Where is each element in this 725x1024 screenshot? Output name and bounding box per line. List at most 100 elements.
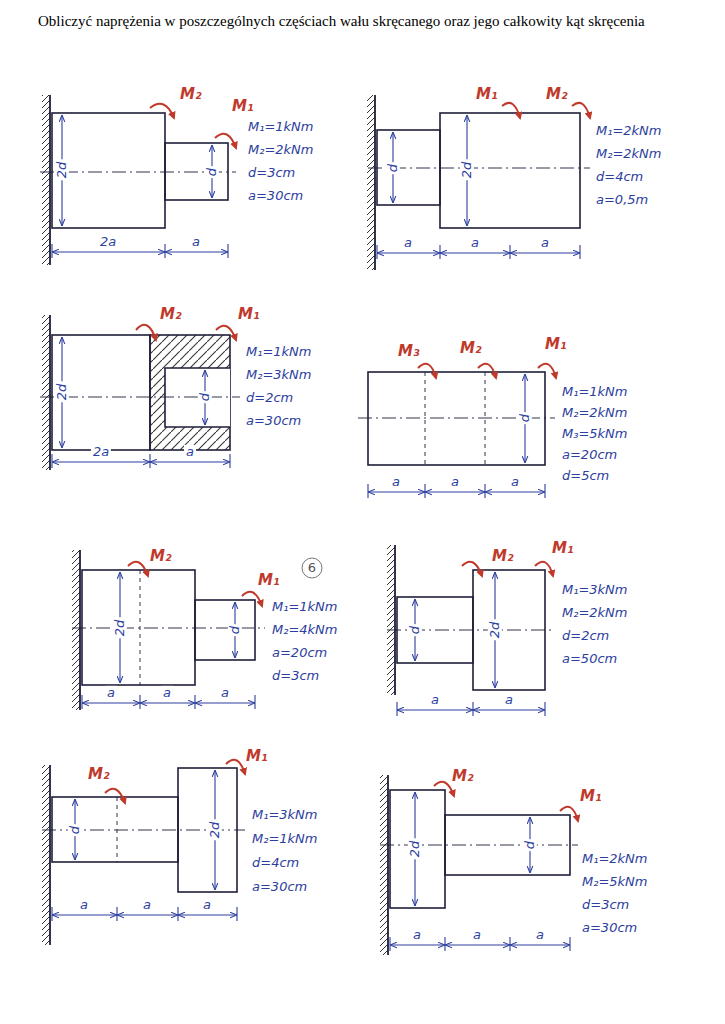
- task-number: 6: [308, 561, 316, 575]
- length-dimension: a: [534, 928, 546, 942]
- load-data: M₂=2kNm: [596, 147, 662, 161]
- shaft-4-part: [538, 364, 556, 378]
- shaft-7-part: [42, 765, 50, 945]
- load-data: M₂=3kNm: [246, 368, 312, 382]
- shaft-8-part: [434, 782, 454, 796]
- shaft-8-part: [390, 944, 445, 945]
- shaft-8: [380, 775, 578, 955]
- shaft-1-part: [52, 251, 165, 252]
- shaft-1-part: [150, 104, 174, 118]
- load-data: d=3cm: [272, 669, 319, 683]
- length-dimension: a: [105, 686, 117, 700]
- diameter-dimension: 2d: [55, 160, 69, 181]
- length-dimension: a: [429, 693, 441, 707]
- shaft-3: [40, 315, 240, 470]
- shaft-2-part: [368, 168, 590, 169]
- load-data: d=4cm: [596, 170, 643, 184]
- moment-label: M₁: [545, 336, 567, 353]
- diameter-dimension: 2d: [460, 160, 474, 181]
- length-dimension: a: [449, 475, 461, 489]
- shaft-5-part: [302, 558, 322, 578]
- load-data: M₁=2kNm: [582, 852, 648, 866]
- length-dimension: a: [402, 236, 414, 250]
- moment-label: M₂: [160, 306, 182, 323]
- moment-label: M₂: [150, 548, 172, 565]
- load-data: M₁=3kNm: [252, 808, 318, 822]
- length-dimension: a: [201, 898, 213, 912]
- length-dimension: a: [471, 928, 483, 942]
- shaft-6-part: [473, 709, 545, 710]
- length-dimension: a: [78, 898, 90, 912]
- shaft-7-part: [178, 914, 237, 915]
- shaft-3-part: [136, 325, 156, 340]
- shaft-3-part: [42, 315, 50, 470]
- shaft-2-part: [440, 113, 580, 228]
- load-data: M₃=5kNm: [562, 427, 628, 441]
- shaft-5-part: [195, 702, 255, 703]
- task-title: Obliczyć naprężenia w poszczególnych czę…: [38, 12, 708, 30]
- moment-label: M₂: [180, 86, 202, 103]
- shaft-1: [40, 95, 236, 265]
- load-data: a=30cm: [246, 414, 301, 428]
- shaft-3-part: [52, 461, 150, 462]
- moment-label: M₂: [460, 340, 482, 357]
- shaft-2: [367, 95, 590, 270]
- shaft-1-part: [165, 143, 228, 200]
- moment-label: M₁: [258, 572, 280, 589]
- load-data: M₂=5kNm: [582, 875, 648, 889]
- shaft-1-part: [52, 113, 165, 228]
- diameter-dimension: d: [68, 824, 82, 836]
- shaft-1-part: [49, 95, 51, 265]
- diameter-dimension: d: [205, 166, 219, 178]
- shaft-2-part: [440, 252, 510, 253]
- shaft-6-part: [387, 545, 395, 695]
- shaft-7-part: [49, 765, 51, 945]
- shaft-8-part: [445, 944, 510, 945]
- length-dimension: a: [190, 235, 202, 249]
- shaft-5-part: [79, 550, 81, 710]
- shaft-5-part: [140, 570, 141, 685]
- load-data: a=30cm: [252, 880, 307, 894]
- load-data: M₁=2kNm: [596, 124, 662, 138]
- shaft-3-part: [165, 368, 230, 427]
- shaft-4-part: [368, 372, 545, 465]
- shaft-1-part: [42, 95, 50, 265]
- shaft-6-part: [394, 545, 396, 695]
- shaft-5-part: [82, 702, 140, 703]
- shaft-4-part: [418, 364, 436, 378]
- length-dimension: a: [141, 898, 153, 912]
- shaft-3-part: [52, 335, 150, 450]
- shaft-5-part: [195, 600, 255, 660]
- length-dimension: 2a: [98, 235, 118, 249]
- moment-label: M₃: [398, 343, 420, 360]
- diameter-dimension: 2d: [208, 820, 222, 841]
- shaft-8-part: [560, 807, 578, 821]
- load-data: a=20cm: [562, 448, 617, 462]
- load-data: d=4cm: [252, 856, 299, 870]
- diameter-dimension: 2d: [408, 839, 422, 860]
- shaft-2-part: [502, 103, 520, 118]
- shaft-7-part: [105, 789, 125, 803]
- load-data: d=2cm: [246, 391, 293, 405]
- shaft-5-part: [82, 570, 195, 685]
- shaft-3-part: [150, 335, 230, 450]
- length-dimension: 2a: [91, 445, 111, 459]
- moment-label: M₁: [232, 98, 254, 115]
- diameter-dimension: d: [518, 412, 532, 424]
- shaft-6-part: [462, 562, 482, 576]
- shaft-2-part: [572, 103, 590, 118]
- length-dimension: a: [219, 686, 231, 700]
- load-data: d=5cm: [562, 469, 609, 483]
- moment-label: M₁: [580, 788, 602, 805]
- load-data: a=0,5m: [596, 193, 648, 207]
- load-data: M₂=1kNm: [252, 832, 318, 846]
- shaft-1-part: [165, 251, 228, 252]
- shaft-8-part: [390, 790, 445, 908]
- load-data: M₁=1kNm: [562, 385, 628, 399]
- length-dimension: a: [509, 475, 521, 489]
- load-data: d=2cm: [562, 629, 609, 643]
- shaft-8-part: [510, 944, 570, 945]
- moment-label: M₂: [546, 86, 568, 103]
- moment-label: M₁: [552, 540, 574, 557]
